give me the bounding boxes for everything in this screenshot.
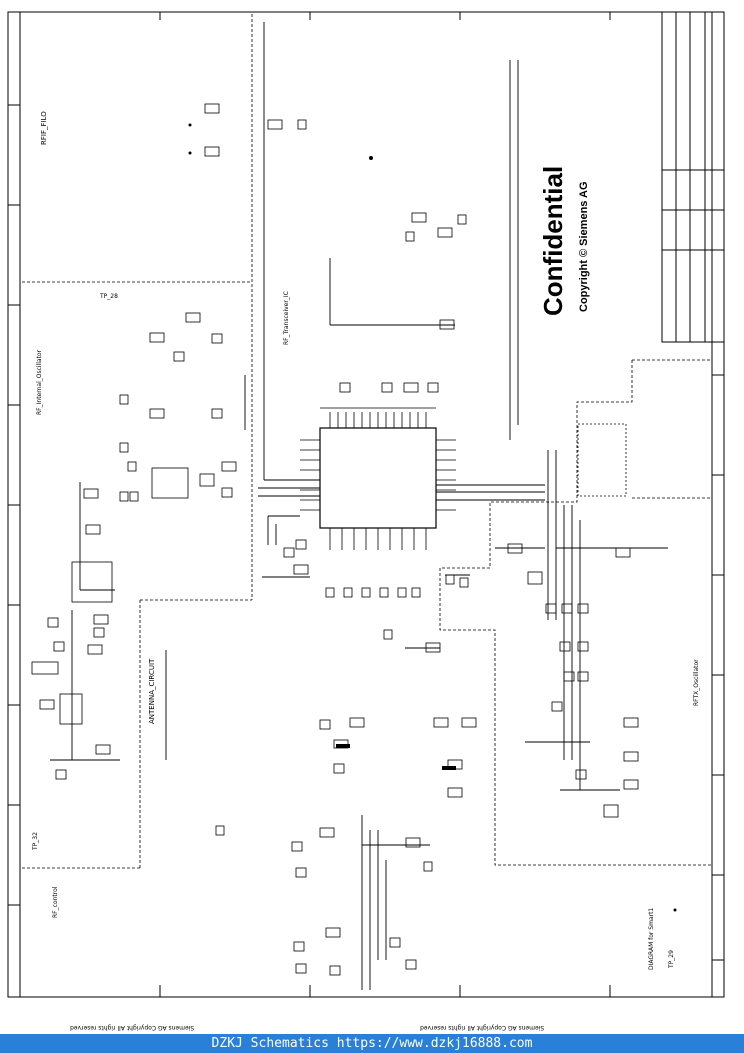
note-box — [577, 423, 627, 497]
block-label-rftx-oscillator: RFTX_Oscillator — [693, 659, 700, 706]
test-point-label: TP_29 — [668, 950, 675, 968]
block-label-diagram-smart: DIAGRAM for Smart1 — [648, 907, 655, 970]
filled-parts — [188, 123, 677, 912]
ic-pins — [300, 407, 456, 550]
test-point-label: TP_28 — [100, 293, 118, 300]
sheet-frame — [7, 11, 725, 998]
block-label-rf-transceiver: RF_Transceiver_IC — [283, 291, 290, 345]
copyright-notice: Copyright © Siemens AG — [578, 181, 590, 312]
block-label-rf-control: RF_control — [52, 886, 59, 918]
block-label-rfif-filo: RFIF_FILO — [40, 111, 48, 145]
bottom-left-note: Siemens AG Copyright All rights reserved — [70, 1024, 195, 1031]
confidential-stamp: Confidential — [538, 165, 568, 316]
test-point-label: TP_32 — [32, 832, 39, 850]
watermark-footer: DZKJ Schematics https://www.dzkj16888.co… — [0, 1034, 744, 1053]
wires — [50, 22, 668, 990]
components — [31, 103, 639, 976]
block-label-rf-internal-oscillator: RF_Internal_Oscillator — [36, 349, 43, 415]
frame-ticks — [8, 12, 724, 997]
bottom-right-note: Siemens AG Copyright All rights reserved — [420, 1024, 545, 1031]
transceiver-ic — [319, 427, 437, 529]
block-label-antenna-circuit: ANTENNA_CIRCUIT — [148, 658, 156, 724]
title-block — [661, 11, 725, 343]
section-boundaries — [22, 14, 712, 869]
